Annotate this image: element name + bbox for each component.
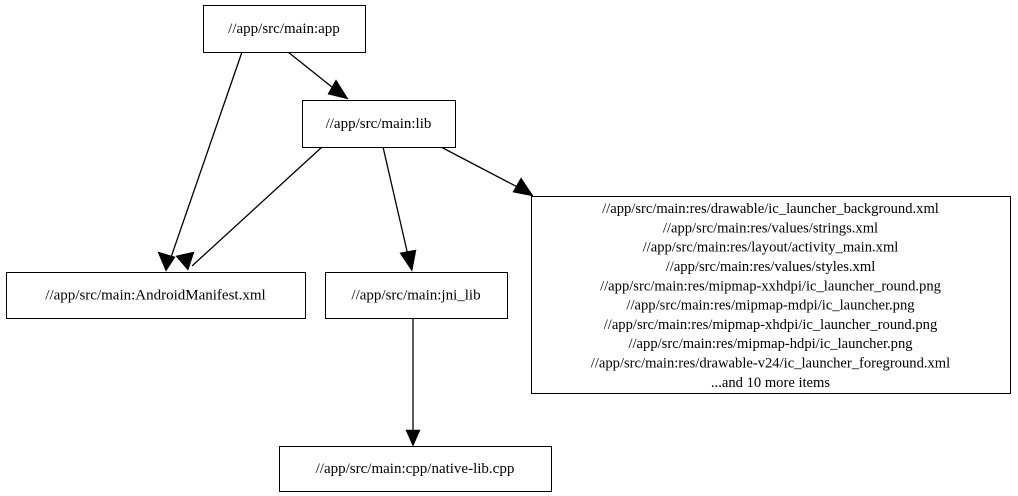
node-label-line: //app/src/main:res/drawable-v24/ic_launc… [591,355,950,371]
graph-edge [157,51,243,272]
edge-line [382,146,411,265]
edge-line [167,51,243,267]
node-label-line: //app/src/main:res/mipmap-mdpi/ic_launch… [626,298,915,314]
node-label: //app/src/main:res/drawable/ic_launcher_… [591,201,950,391]
node-label: //app/src/main:app [228,21,340,37]
edge-line [191,146,323,267]
nodes-layer: //app/src/main:app //app/src/main:lib //ap… [5,4,1012,493]
graph-node[interactable]: //app/src/main:cpp/native-lib.cpp [278,445,553,493]
node-box[interactable] [324,271,509,320]
graph-edge [405,318,421,447]
node-label: //app/src/main:lib [326,116,432,132]
node-label: //app/src/main:cpp/native-lib.cpp [316,461,515,477]
arrowhead-icon [512,177,534,197]
node-box[interactable] [278,445,553,493]
node-label-line: //app/src/main:res/values/strings.xml [663,220,878,236]
node-label: //app/src/main:jni_lib [351,287,480,303]
node-label-line: //app/src/main:res/mipmap-xxhdpi/ic_laun… [600,278,942,294]
graph-edge [175,146,323,271]
arrowhead-icon [399,249,417,272]
graph-edge [382,146,417,272]
graph-node[interactable]: //app/src/main:lib [301,99,457,149]
arrowhead-icon [157,251,176,272]
node-box[interactable] [5,271,307,320]
node-label-line: //app/src/main:res/drawable/ic_launcher_… [602,201,939,217]
node-label-line: //app/src/main:res/values/styles.xml [666,259,876,275]
arrowhead-icon [175,251,195,271]
node-label-line: //app/src/main:res/layout/activity_main.… [643,240,899,256]
node-box[interactable] [301,99,457,149]
graph-node[interactable]: //app/src/main:AndroidManifest.xml [5,271,307,320]
node-label-line: //app/src/main:res/mipmap-xhdpi/ic_launc… [604,317,938,333]
graph-edge [440,146,534,197]
node-label: //app/src/main:AndroidManifest.xml [45,287,265,303]
edge-line [440,146,528,193]
arrowhead-icon [327,79,349,100]
node-label-line: ...and 10 more items [711,375,830,391]
node-label-line: //app/src/main:res/mipmap-hdpi/ic_launch… [628,336,913,352]
graph-edge [287,51,349,100]
arrowhead-icon [405,429,421,447]
graph-node[interactable]: //app/src/main:res/drawable/ic_launcher_… [530,195,1012,395]
node-box[interactable] [202,4,367,54]
edges-layer [157,51,534,447]
node-box[interactable] [530,195,1012,395]
graph-node[interactable]: //app/src/main:jni_lib [324,271,509,320]
graph-node[interactable]: //app/src/main:app [202,4,367,54]
